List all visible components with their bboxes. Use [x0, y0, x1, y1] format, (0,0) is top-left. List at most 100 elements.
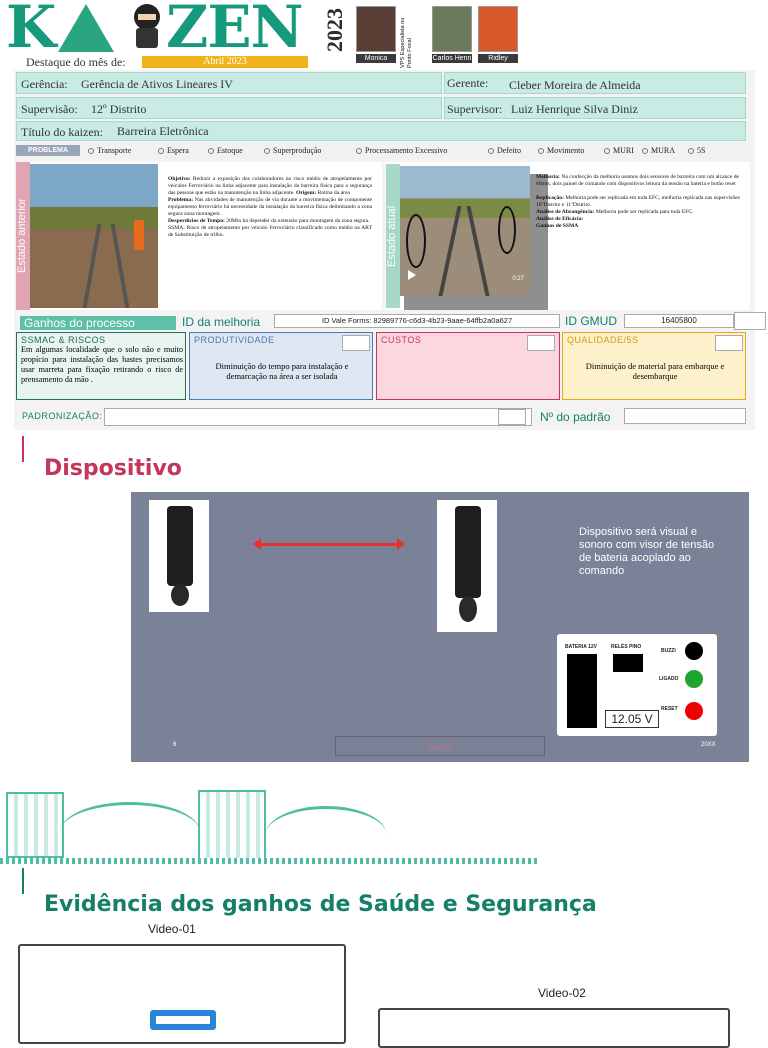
estado-atual-video[interactable]: 0:27	[400, 166, 530, 296]
supervisor-value: Luiz Henrique Silva Diniz	[511, 102, 638, 116]
estado-anterior-photo	[30, 164, 158, 308]
control-panel: BATERIA 12V RELÉS PINO BUZZI LIGADO RESE…	[557, 634, 717, 736]
reset-label: RESET	[661, 706, 678, 712]
id-gmud-field[interactable]: 16405800	[624, 314, 734, 328]
voltage-display: 12.05 V	[605, 710, 659, 728]
avatar-monica	[356, 6, 396, 52]
destaque-value: Abril 2023	[142, 56, 308, 68]
estado-anterior-label: Estado anterior	[16, 162, 30, 310]
video1-label: Video-01	[148, 922, 196, 936]
logo-letter-k: K	[6, 0, 56, 61]
avatar-ridley	[478, 6, 518, 52]
num-padrao-field[interactable]	[624, 408, 746, 424]
name-carlos: Carlos Henri	[432, 54, 472, 63]
num-padrao-label: Nº do padrão	[540, 410, 611, 424]
radio-mura[interactable]: MURA	[642, 146, 675, 155]
reset-button[interactable]	[685, 702, 703, 720]
slide-footer-right: 20XX	[701, 742, 716, 748]
supervisao-row: Supervisão: 12º Distrito	[16, 97, 442, 119]
titulo-row: Título do kaizen: Barreira Eletrônica	[16, 121, 746, 141]
radio-superproducao[interactable]: Superprodução	[264, 146, 321, 155]
relay-icon	[613, 654, 643, 672]
ninja-mascot-icon	[130, 4, 164, 50]
range-arrow-icon	[253, 538, 405, 550]
radio-espera[interactable]: Espera	[158, 146, 189, 155]
id-gmud-extra-field[interactable]	[734, 312, 766, 330]
reles-label: RELÉS PINO	[611, 644, 642, 650]
produtividade-check[interactable]	[342, 335, 370, 351]
supervisao-value: 12º Distrito	[91, 102, 147, 116]
video2-card[interactable]	[378, 1008, 730, 1048]
problema-tag: PROBLEMA	[16, 145, 80, 156]
estado-atual-text: Melhoria: Na confecção da melhoria usamo…	[536, 174, 740, 229]
slide-footer-video: VIDEO	[428, 746, 452, 752]
radio-processamento[interactable]: Processamento Excessivo	[356, 146, 447, 155]
custos-title: CUSTOS	[381, 335, 422, 345]
radio-muri[interactable]: MURI	[604, 146, 634, 155]
ssmac-title: SSMAC & RISCOS	[21, 335, 106, 345]
custos-check[interactable]	[527, 335, 555, 351]
dispositivo-slide: Dispositivo será visual e sonoro com vis…	[131, 492, 749, 762]
dispositivo-description: Dispositivo será visual e sonoro com vis…	[579, 526, 715, 577]
ganhos-label: Ganhos do processo	[20, 316, 176, 330]
produtividade-text: Diminuição do tempo para instalação e de…	[215, 361, 349, 381]
padronizacao-check[interactable]	[498, 409, 526, 425]
qualidade-check[interactable]	[715, 335, 743, 351]
id-melhoria-field[interactable]: ID Vale Forms: 82989776-c6d3-4b23-9aae-6…	[274, 314, 560, 328]
radio-defeito[interactable]: Defeito	[488, 146, 521, 155]
ssmac-text: Em algumas localidade que o solo não e m…	[21, 345, 183, 384]
play-icon[interactable]	[408, 270, 416, 280]
avatar-carlos	[432, 6, 472, 52]
ssmac-box: SSMAC & RISCOS Em algumas localidade que…	[16, 332, 186, 400]
radio-5s[interactable]: 5S	[688, 146, 705, 155]
id-melhoria-label: ID da melhoria	[182, 315, 261, 329]
bridge-illustration	[0, 786, 540, 866]
gerente-value: Cleber Moreira de Almeida	[509, 78, 641, 92]
name-monica: Monica	[356, 54, 396, 63]
supervisor-label: Supervisor:	[447, 102, 503, 116]
id-gmud-label: ID GMUD	[565, 314, 617, 328]
estado-anterior-text: Objetivo: Reduzir a exposição dos colabo…	[168, 176, 372, 238]
gerencia-value: Gerência de Ativos Lineares IV	[81, 77, 233, 91]
buzzer-label: BUZZI	[661, 648, 676, 654]
qualidade-title: QUALIDADE/5S	[567, 335, 639, 345]
ligado-label: LIGADO	[659, 676, 679, 682]
logo-year: 2023	[322, 8, 347, 52]
qualidade-text: Diminuição de material para embarque e d…	[585, 361, 725, 381]
problema-bar: PROBLEMA Transporte Espera Estoque Super…	[16, 143, 746, 159]
kaizen-logo: K ZEN 2023	[6, 0, 347, 61]
padronizacao-field[interactable]	[104, 408, 532, 426]
buzzer-button[interactable]	[685, 642, 703, 660]
sensor-left-image	[149, 500, 209, 612]
radio-movimento[interactable]: Movimento	[538, 146, 584, 155]
video1-card[interactable]	[18, 944, 346, 1044]
qualidade-box: QUALIDADE/5S Diminuição de material para…	[562, 332, 746, 400]
video-time: 0:27	[512, 276, 524, 282]
logo-letters-zen: ZEN	[166, 0, 304, 61]
custos-box: CUSTOS	[376, 332, 560, 400]
supervisao-label: Supervisão:	[21, 102, 78, 116]
name-ridley: Ridley	[478, 54, 518, 63]
section-accent-bar	[22, 436, 24, 462]
gerente-label: Gerente:	[447, 76, 489, 90]
sensor-right-image	[437, 500, 497, 632]
section-accent-bar-2	[22, 868, 24, 894]
vps-label: VPS Especialista ou Ponto Focal	[400, 17, 413, 68]
estado-atual-label: Estado atual	[386, 164, 400, 308]
evidencia-title: Evidência dos ganhos de Saúde e Seguranç…	[44, 892, 597, 917]
radio-estoque[interactable]: Estoque	[208, 146, 243, 155]
slide-footer-left: 6	[173, 742, 177, 748]
padronizacao-label: PADRONIZAÇÃO:	[22, 411, 103, 421]
dispositivo-title: Dispositivo	[44, 456, 182, 481]
titulo-label: Título do kaizen:	[21, 125, 103, 139]
gerente-row: Gerente: Cleber Moreira de Almeida	[444, 72, 746, 94]
bateria-label: BATERIA 12V	[565, 644, 597, 650]
video2-label: Video-02	[538, 986, 586, 1000]
radio-transporte[interactable]: Transporte	[88, 146, 131, 155]
slide-footer-center: VIDEO	[335, 736, 545, 756]
gerencia-row: Gerência: Gerência de Ativos Lineares IV	[16, 72, 442, 94]
produtividade-title: PRODUTIVIDADE	[194, 335, 275, 345]
destaque-label: Destaque do mês de:	[26, 55, 126, 69]
ligado-led[interactable]	[685, 670, 703, 688]
supervisor-row: Supervisor: Luiz Henrique Silva Diniz	[444, 97, 746, 119]
